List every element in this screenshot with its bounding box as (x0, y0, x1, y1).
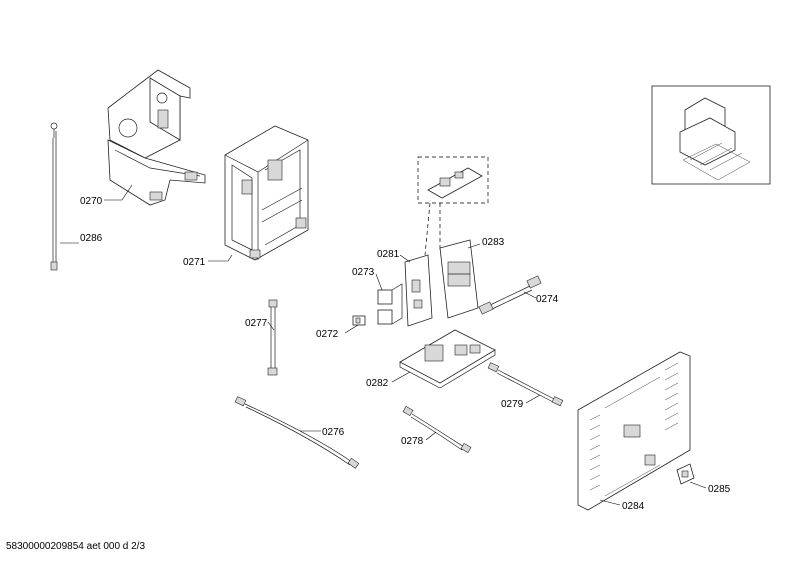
overview-inset (651, 85, 771, 185)
part-0285-bracket (676, 463, 695, 485)
label-0278: 0278 (401, 436, 424, 447)
part-0272-clip (352, 315, 366, 326)
label-0273: 0273 (352, 267, 375, 278)
part-0286-cable (50, 122, 58, 271)
part-0282-pcb (399, 329, 496, 389)
document-id-footer: 58300000209854 aet 000 d 2/3 (6, 541, 146, 552)
part-0279-cable (487, 362, 564, 407)
label-0281: 0281 (377, 249, 400, 260)
label-0277: 0277 (245, 318, 268, 329)
part-0278-cable (402, 405, 472, 454)
label-0279: 0279 (501, 399, 524, 410)
label-0282: 0282 (366, 378, 389, 389)
part-0277-cable (267, 299, 278, 376)
label-0272: 0272 (316, 329, 339, 340)
part-0273-relay (377, 283, 403, 325)
label-0285: 0285 (708, 484, 731, 495)
label-0284: 0284 (622, 501, 645, 512)
part-0274-ribbon (478, 275, 542, 315)
part-0284-panel (577, 351, 691, 511)
part-0271-frame (224, 125, 309, 261)
label-0286: 0286 (80, 233, 103, 244)
label-0271: 0271 (183, 257, 206, 268)
leader-lines (60, 184, 707, 506)
label-0283: 0283 (482, 237, 505, 248)
part-0270-bracket (107, 69, 206, 206)
part-0281-board (404, 254, 433, 327)
part-0276-cable (234, 396, 360, 469)
detail-inset-pcb (417, 156, 489, 256)
label-0274: 0274 (536, 294, 559, 305)
label-0276: 0276 (322, 427, 345, 438)
label-0270: 0270 (80, 196, 103, 207)
part-0283-transformer (439, 239, 479, 319)
